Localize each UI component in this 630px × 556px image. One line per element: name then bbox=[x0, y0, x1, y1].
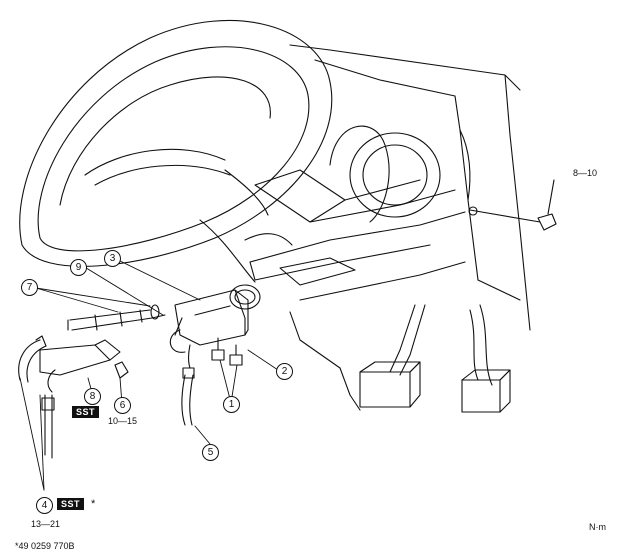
clutch-pipe bbox=[67, 304, 166, 331]
hydraulic-line bbox=[18, 335, 129, 459]
hose-connectors bbox=[211, 337, 243, 366]
steering-wheel bbox=[19, 19, 333, 267]
callout-5: 5 bbox=[202, 444, 219, 461]
dashboard-outline bbox=[289, 44, 531, 331]
callout-4: 4 bbox=[36, 497, 53, 514]
bracket-bolt bbox=[468, 179, 557, 231]
callout-3: 3 bbox=[104, 250, 121, 267]
sst-badge-8: SST bbox=[72, 406, 100, 418]
callout-8: 8 bbox=[84, 388, 101, 405]
sst-badge-4: SST bbox=[57, 498, 85, 510]
master-cylinder bbox=[169, 284, 261, 353]
unit-label: N·m bbox=[589, 522, 606, 532]
leader-lines bbox=[19, 256, 279, 491]
pedal-bracket bbox=[249, 211, 466, 411]
wiring-harness bbox=[461, 304, 511, 413]
steering-column bbox=[199, 169, 456, 283]
sst-asterisk: * bbox=[91, 498, 96, 510]
callout-1: 1 bbox=[223, 396, 240, 413]
callout-6: 6 bbox=[114, 397, 131, 414]
sst-footnote: *49 0259 770B bbox=[15, 541, 75, 551]
callout-2: 2 bbox=[276, 363, 293, 380]
callout-7: 7 bbox=[21, 279, 38, 296]
reservoir-hose bbox=[181, 344, 195, 426]
torque-label-pipe-4: 13—21 bbox=[31, 519, 61, 529]
torque-label-bracket-bolt: 8—10 bbox=[573, 168, 598, 178]
dashboard-cluster bbox=[329, 125, 441, 223]
callout-9: 9 bbox=[70, 259, 87, 276]
torque-label-nut-6: 10—15 bbox=[108, 416, 138, 426]
